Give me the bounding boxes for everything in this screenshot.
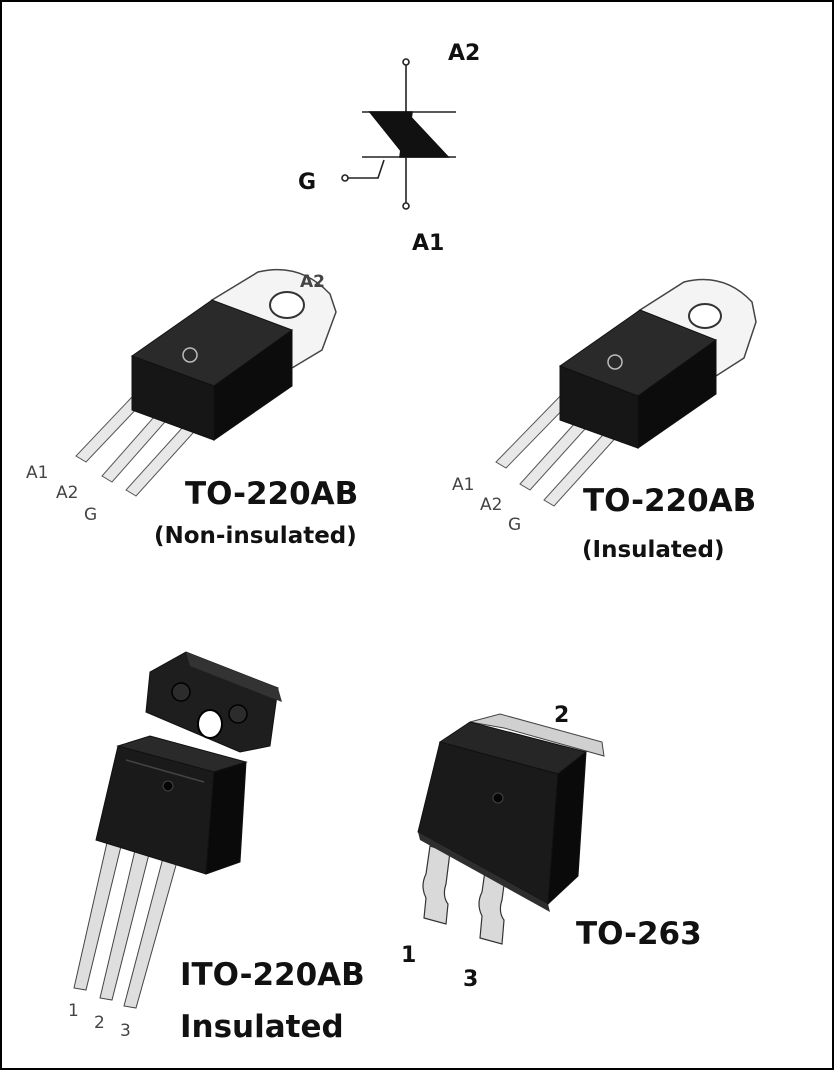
to220-pin-g-label: G bbox=[84, 505, 97, 525]
to263-title: TO-263 bbox=[576, 916, 702, 952]
molded-tab-top bbox=[186, 652, 282, 702]
to220-ins-pin-a1-label: A1 bbox=[452, 475, 474, 495]
body-edge bbox=[125, 759, 205, 783]
to220-noninsulated-title: TO-220AB bbox=[185, 476, 358, 512]
body-mark bbox=[492, 792, 504, 804]
body-mark bbox=[182, 347, 198, 363]
tab-recess-left bbox=[171, 682, 191, 702]
gate-terminal bbox=[341, 174, 349, 182]
to220-noninsulated-package bbox=[75, 268, 337, 497]
tab-hole bbox=[197, 709, 223, 739]
to220-ins-pin-a2-label: A2 bbox=[480, 495, 502, 515]
to220-ins-pin-g-label: G bbox=[508, 515, 521, 535]
ito220-leads bbox=[73, 837, 179, 1009]
body-side bbox=[213, 329, 293, 441]
symbol-a1-label: A1 bbox=[412, 231, 444, 256]
ito220-subtitle: Insulated bbox=[180, 1009, 344, 1045]
body-mark bbox=[162, 780, 174, 792]
ito220-pin-2-label: 2 bbox=[94, 1013, 105, 1033]
a2-terminal bbox=[402, 58, 410, 66]
metal-tab bbox=[210, 268, 337, 369]
to220-insulated-subtitle: (Insulated) bbox=[582, 537, 724, 563]
body-side bbox=[637, 339, 717, 449]
body-mark bbox=[607, 354, 623, 370]
body-side bbox=[205, 761, 247, 875]
to220-pin-a2-label: A2 bbox=[56, 483, 78, 503]
gate-wire bbox=[348, 159, 385, 179]
to220-noninsulated-subtitle: (Non-insulated) bbox=[154, 523, 357, 549]
body-bottom-edge bbox=[418, 832, 550, 912]
to263-pin-2-label: 2 bbox=[554, 703, 569, 728]
diode-reverse bbox=[399, 110, 450, 158]
to220-insulated-title: TO-220AB bbox=[583, 483, 756, 519]
body-side bbox=[547, 750, 587, 906]
ito220-pin-3-label: 3 bbox=[120, 1021, 131, 1041]
to220-insulated-package bbox=[495, 278, 757, 507]
tab-hole bbox=[269, 291, 305, 319]
to220-tab-a2-label: A2 bbox=[300, 272, 325, 292]
ito220-title: ITO-220AB bbox=[180, 957, 365, 993]
symbol-a2-label: A2 bbox=[448, 41, 480, 66]
tab-recess-right bbox=[228, 704, 248, 724]
lead-1 bbox=[422, 845, 451, 925]
to263-leads bbox=[422, 845, 507, 945]
symbol-g-label: G bbox=[298, 170, 316, 195]
to263-pin-1-label: 1 bbox=[401, 943, 416, 968]
to263-pin-3-label: 3 bbox=[463, 967, 478, 992]
heat-slug bbox=[469, 713, 605, 757]
a1-terminal bbox=[402, 202, 410, 210]
ito220-package bbox=[73, 651, 282, 1009]
to220-pin-a1-label: A1 bbox=[26, 463, 48, 483]
triac-symbol bbox=[341, 58, 456, 210]
to263-package bbox=[417, 713, 605, 945]
ito220-pin-1-label: 1 bbox=[68, 1001, 79, 1021]
lead-3 bbox=[478, 863, 507, 945]
tab-hole bbox=[688, 303, 722, 329]
